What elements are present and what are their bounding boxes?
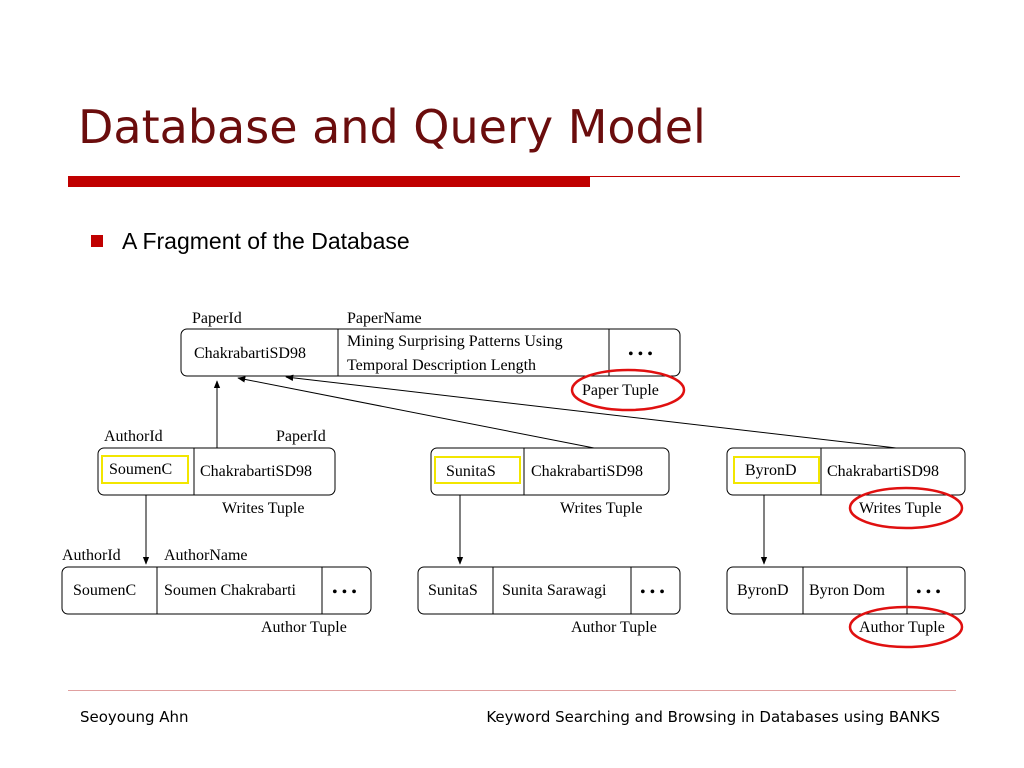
author-ellipsis: • • •: [916, 584, 941, 601]
author-tuple-2: SunitaS Sunita Sarawagi • • • Author Tup…: [417, 566, 681, 636]
writes-tuple-caption: Writes Tuple: [222, 500, 304, 517]
author-header-name: AuthorName: [164, 547, 248, 564]
arrow-writes-2-to-paper: [237, 376, 595, 449]
author-name-cell: Sunita Sarawagi: [502, 582, 607, 599]
author-id-cell: SunitaS: [428, 582, 478, 599]
writes-tuple-caption: Writes Tuple: [560, 500, 642, 517]
author-tuple-caption: Author Tuple: [859, 619, 945, 636]
title-underline-thick: [68, 176, 590, 187]
author-tuple-box: [61, 566, 372, 615]
paper-ellipsis: • • •: [628, 346, 653, 363]
author-id-cell: ByronD: [737, 582, 789, 599]
footer-divider: [68, 690, 956, 691]
bullet-text: A Fragment of the Database: [122, 228, 410, 254]
author-id-cell: SoumenC: [73, 582, 136, 599]
writes-author-cell: ByronD: [745, 462, 797, 479]
author-tuple-box: [726, 566, 966, 615]
paper-name-line2: Temporal Description Length: [347, 357, 536, 374]
paper-header-name: PaperName: [347, 310, 422, 327]
writes-header-author-id: AuthorId: [104, 428, 163, 445]
writes-author-cell: SoumenC: [109, 461, 172, 478]
author-tuple-3: ByronD Byron Dom • • • Author Tuple: [726, 566, 966, 649]
writes-author-cell: SunitaS: [446, 463, 496, 480]
author-tuple-box: [417, 566, 681, 615]
footer-author: Seoyoung Ahn: [80, 708, 189, 726]
writes-paper-cell: ChakrabartiSD98: [200, 463, 312, 480]
author-tuple-callout-circle: [848, 605, 964, 649]
paper-tuple-box: [180, 328, 681, 377]
writes-tuple-1: SoumenC ChakrabartiSD98 Writes Tuple: [97, 447, 336, 517]
writes-tuple-3: ByronD ChakrabartiSD98 Writes Tuple: [726, 447, 966, 530]
writes-paper-cell: ChakrabartiSD98: [827, 463, 939, 480]
paper-name-line1: Mining Surprising Patterns Using: [347, 333, 563, 350]
author-name-cell: Byron Dom: [809, 582, 886, 599]
footer-talk-title: Keyword Searching and Browsing in Databa…: [486, 708, 940, 726]
writes-tuple-2: SunitaS ChakrabartiSD98 Writes Tuple: [430, 447, 670, 517]
writes-header-paper-id: PaperId: [276, 428, 326, 445]
author-tuple-1: SoumenC Soumen Chakrabarti • • • Author …: [61, 566, 372, 636]
writes-paper-cell: ChakrabartiSD98: [531, 463, 643, 480]
author-ellipsis: • • •: [332, 584, 357, 601]
bullet-square-icon: [91, 235, 103, 247]
paper-id-cell: ChakrabartiSD98: [194, 345, 306, 362]
paper-header-id: PaperId: [192, 310, 242, 327]
author-highlight-box: [101, 455, 189, 484]
writes-tuple-callout-circle: [848, 486, 964, 530]
paper-tuple-caption: Paper Tuple: [582, 382, 659, 399]
author-highlight-box: [434, 456, 521, 484]
slide-title: Database and Query Model: [78, 100, 706, 154]
author-tuple-caption: Author Tuple: [261, 619, 347, 636]
title-underline-thin: [590, 176, 960, 177]
author-tuple-caption: Author Tuple: [571, 619, 657, 636]
author-ellipsis: • • •: [640, 584, 665, 601]
paper-tuple: PaperId PaperName ChakrabartiSD98 Mining…: [180, 310, 686, 412]
arrow-writes-3-to-paper: [285, 374, 897, 449]
author-header-id: AuthorId: [62, 547, 121, 564]
author-highlight-box: [733, 456, 820, 484]
author-name-cell: Soumen Chakrabarti: [164, 582, 297, 599]
paper-tuple-callout-circle: [570, 368, 686, 412]
writes-tuple-caption: Writes Tuple: [859, 500, 941, 517]
